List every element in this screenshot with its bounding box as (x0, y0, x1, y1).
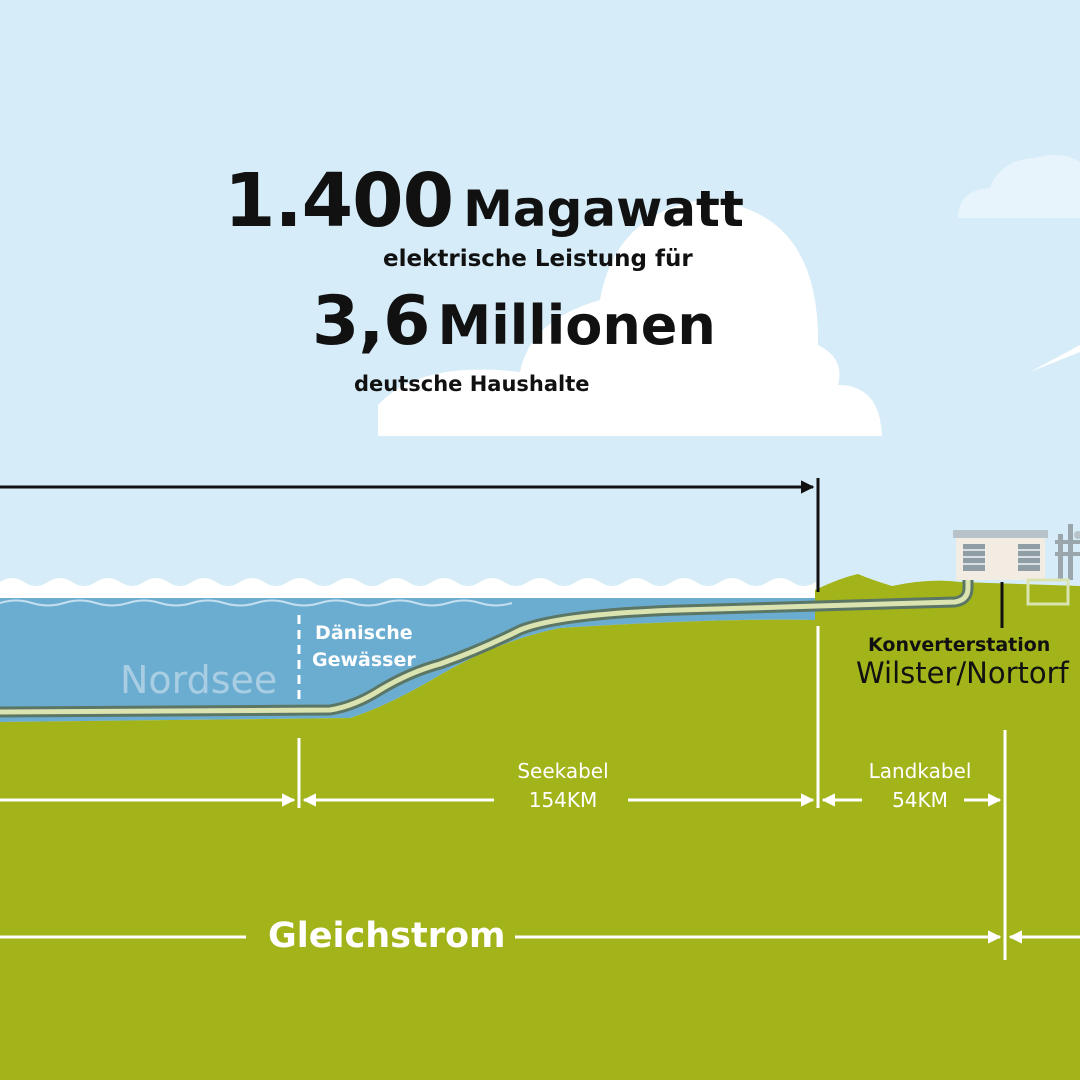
switchgear (1026, 524, 1080, 606)
landkabel-title: Landkabel (868, 759, 972, 783)
converter-station-building (953, 530, 1048, 580)
power-subtitle: elektrische Leistung für (383, 246, 693, 272)
land (0, 574, 1080, 1080)
danish-waters-line1: Dänische (315, 622, 413, 644)
cloud-large (378, 200, 882, 436)
danish-waters-line2: Gewässer (312, 649, 416, 671)
seekabel-title: Seekabel (517, 759, 609, 783)
sea-label: Nordsee (120, 658, 278, 702)
seekabel-length: 154KM (528, 788, 598, 812)
turbine-blade (1030, 345, 1080, 372)
sea-waves (0, 578, 816, 598)
power-value: 1.400 (224, 158, 454, 244)
households-value: 3,6 (312, 282, 430, 361)
station-name: Wilster/Nortorf (856, 656, 1069, 690)
sea (0, 594, 815, 722)
seekabel-label: Seekabel 154KM (440, 757, 686, 815)
households-unit: Millionen (437, 294, 716, 357)
landkabel-label: Landkabel 54KM (855, 757, 985, 815)
sea-wave-line (0, 599, 513, 607)
cloud-small (958, 154, 1080, 218)
power-unit: Magawatt (463, 180, 744, 238)
cable (0, 577, 971, 715)
landkabel-length: 54KM (892, 788, 948, 812)
current-type-label: Gleichstrom (268, 916, 506, 956)
danish-waters-label: Dänische Gewässer (312, 620, 416, 674)
households-subtitle: deutsche Haushalte (354, 372, 590, 396)
station-label: Konverterstation (868, 634, 1051, 656)
